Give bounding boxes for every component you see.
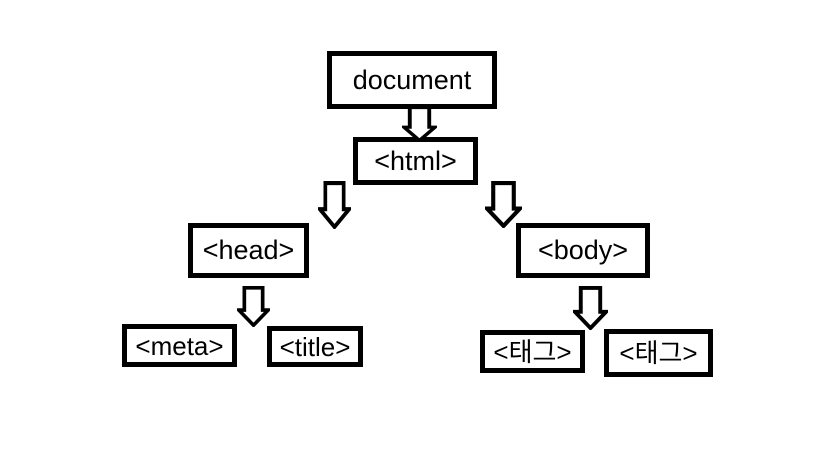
node-tag-2: <태그> [604, 329, 713, 377]
node-head: <head> [188, 223, 309, 278]
down-arrow-icon-document-to-html [402, 106, 437, 142]
node-document: document [327, 51, 497, 109]
down-arrow-icon-html-to-head [318, 181, 351, 229]
down-arrow-icon-body-to-children [573, 286, 608, 330]
down-arrow-icon-head-to-children [237, 286, 270, 327]
node-meta: <meta> [122, 324, 237, 367]
node-tag-1: <태그> [480, 330, 585, 373]
node-html: <html> [353, 137, 478, 185]
node-body: <body> [516, 223, 650, 278]
down-arrow-icon-html-to-body [485, 181, 522, 228]
node-title: <title> [267, 326, 363, 367]
